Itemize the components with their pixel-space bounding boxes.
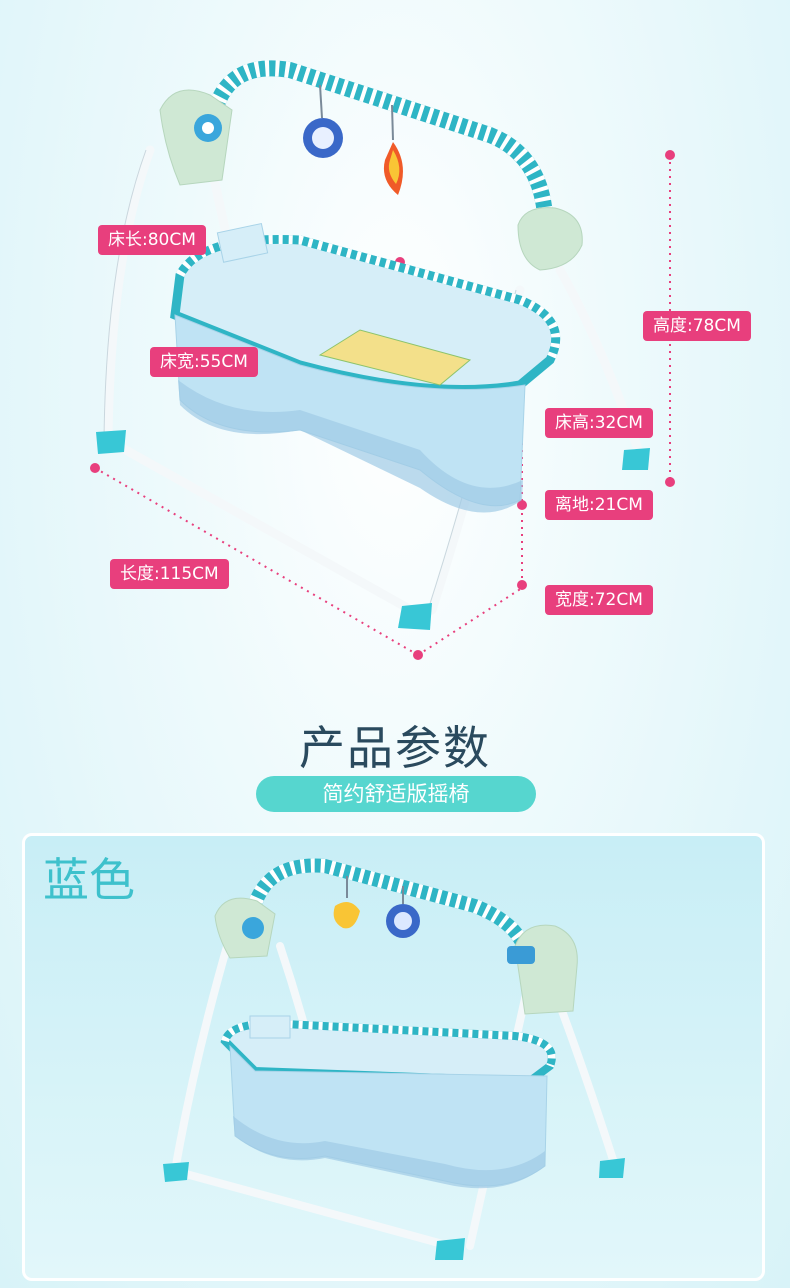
cradle-illustration — [90, 60, 675, 660]
bed-length-label: 床长:80CM — [98, 225, 206, 255]
section-subtitle-pill: 简约舒适版摇椅 — [256, 776, 536, 812]
product-hero: 床长:80CM 床宽:55CM 高度:78CM 床高:32CM 离地:21CM … — [90, 60, 751, 660]
section-title: 产品参数 — [299, 721, 491, 775]
length-label: 长度:115CM — [110, 559, 229, 589]
color-variant-panel: 蓝色 — [22, 833, 765, 1281]
width-label: 宽度:72CM — [545, 585, 653, 615]
color-variant-title: 蓝色 — [43, 853, 135, 907]
bed-height-label: 床高:32CM — [545, 408, 653, 438]
height-label: 高度:78CM — [643, 311, 751, 341]
cradle-variant-illustration — [163, 858, 625, 1260]
ground-clearance-label: 离地:21CM — [545, 490, 653, 520]
bed-width-label: 床宽:55CM — [150, 347, 258, 377]
